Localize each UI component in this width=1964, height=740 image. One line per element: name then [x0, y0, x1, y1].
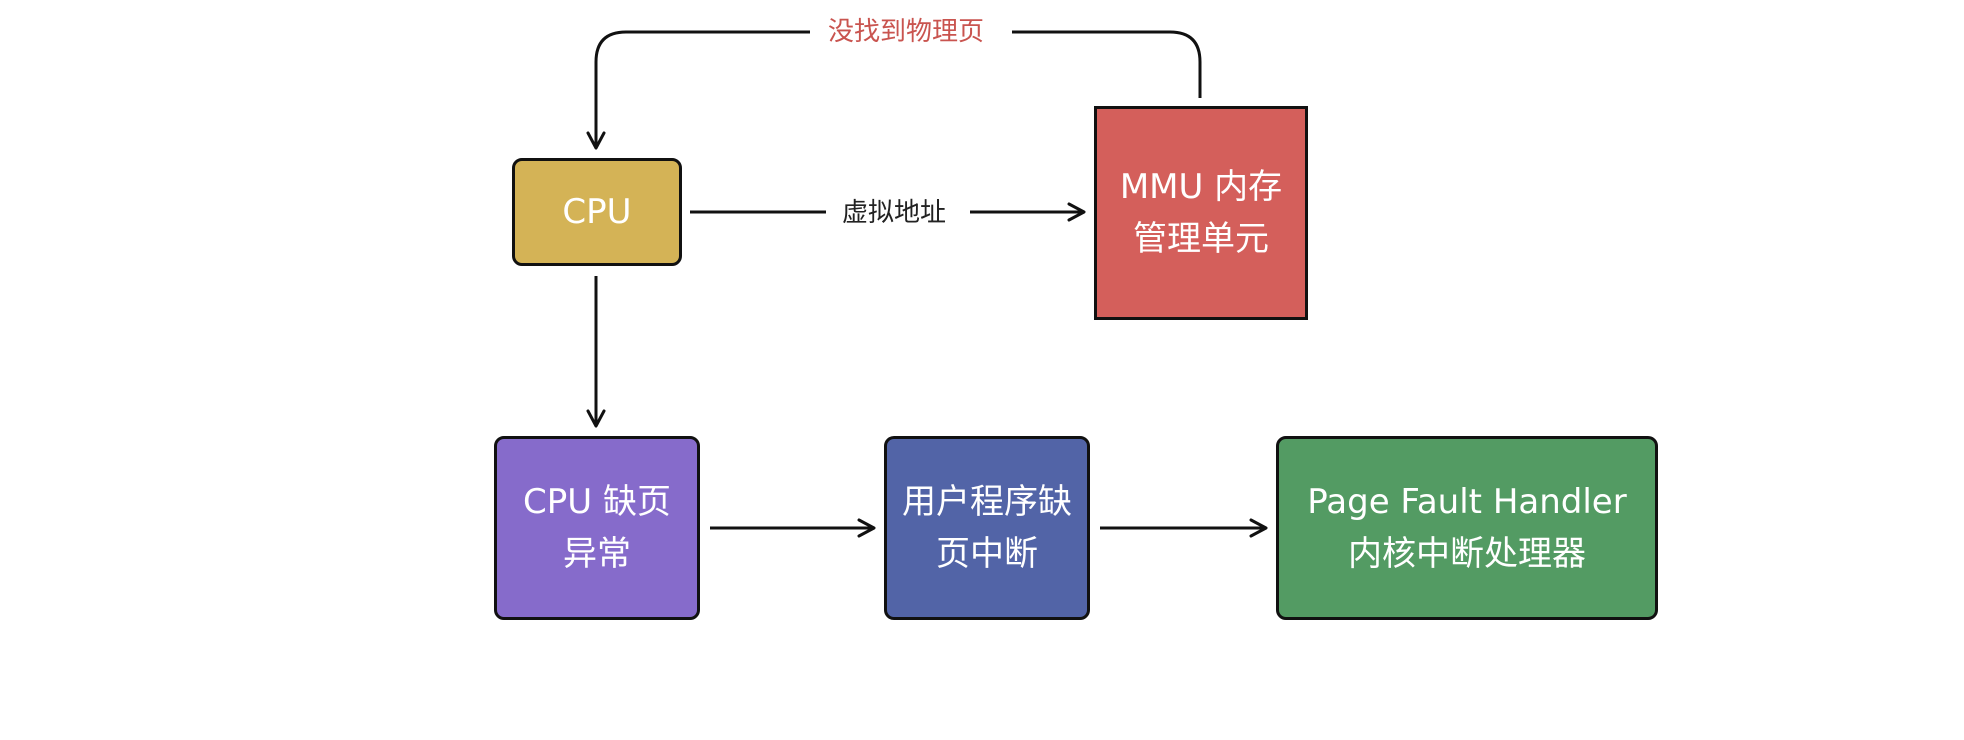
virtual-address-label: 虚拟地址	[842, 198, 947, 228]
user-interrupt-node-line-1: 用户程序缺	[902, 482, 1072, 522]
cpu-fault-node-line-1: CPU 缺页	[523, 482, 671, 522]
cpu-node-line-1: CPU	[562, 192, 632, 232]
kernel-handler-node-line-2: 内核中断处理器	[1348, 534, 1586, 574]
mmu-node-line-1: MMU 内存	[1119, 167, 1283, 207]
cpu-fault-node-line-2: 异常	[563, 534, 631, 574]
page-not-found-arrow	[596, 30, 1202, 148]
cpu-node: CPU	[512, 158, 682, 266]
page-not-found-label: 没找到物理页	[828, 17, 985, 47]
cpu-fault-node: CPU 缺页 异常	[494, 436, 700, 620]
mmu-node: MMU 内存 管理单元	[1094, 106, 1308, 320]
mmu-node-line-2: 管理单元	[1133, 219, 1269, 259]
kernel-handler-node: Page Fault Handler 内核中断处理器	[1276, 436, 1658, 620]
user-interrupt-node-line-2: 页中断	[936, 534, 1038, 574]
user-interrupt-node: 用户程序缺 页中断	[884, 436, 1090, 620]
kernel-handler-node-line-1: Page Fault Handler	[1307, 482, 1627, 522]
